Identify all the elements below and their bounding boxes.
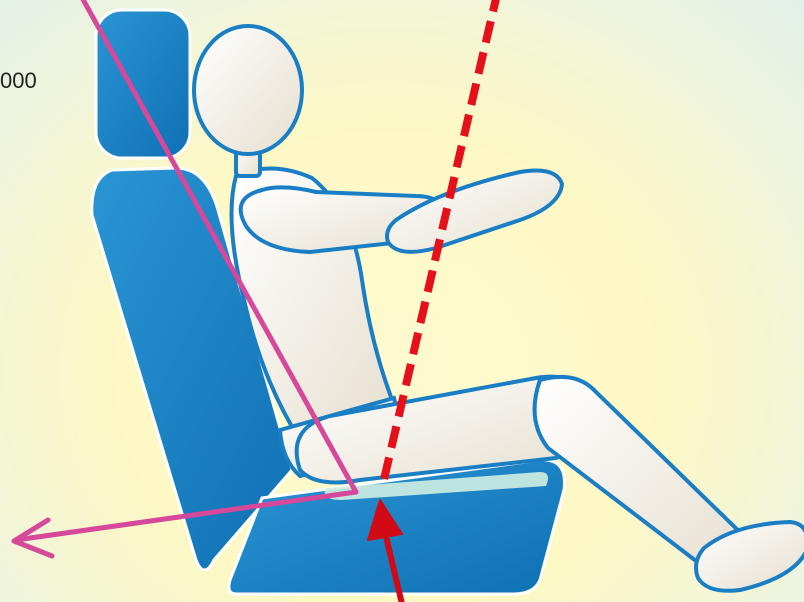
partial-label: 000 bbox=[0, 68, 37, 94]
figure-forearm bbox=[387, 171, 562, 252]
figure-head bbox=[194, 26, 302, 154]
headrest bbox=[96, 10, 190, 158]
